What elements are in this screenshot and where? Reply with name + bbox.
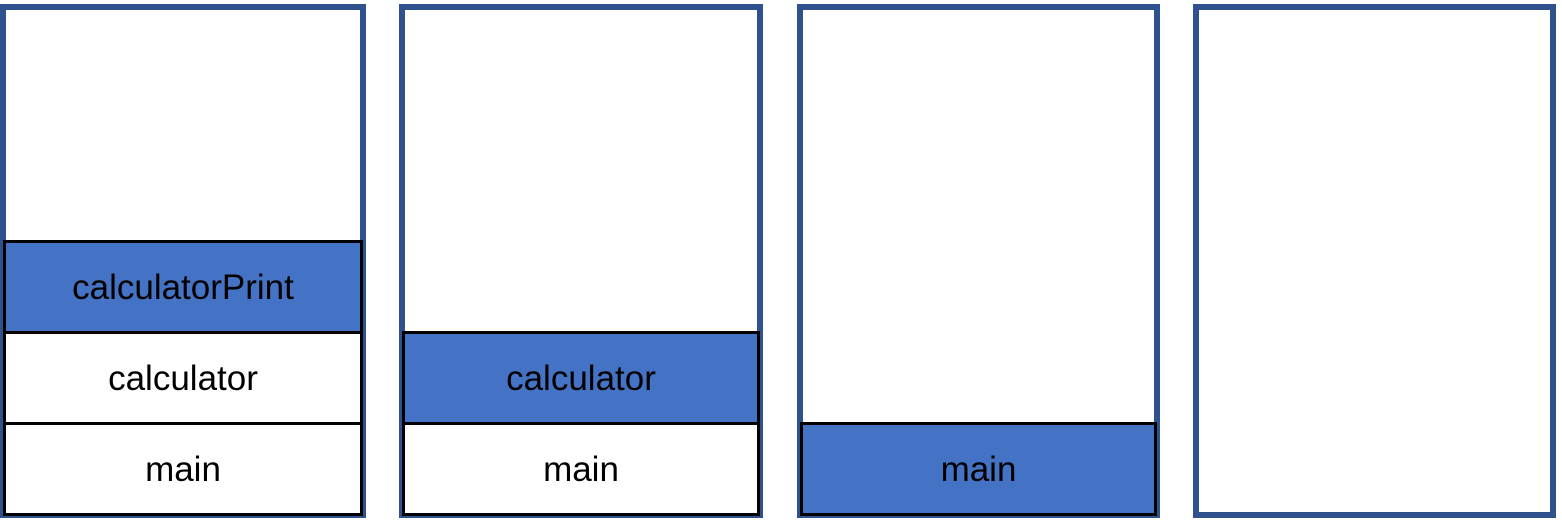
frame-3-empty-space	[803, 10, 1154, 425]
stack-cell-label: main	[543, 449, 619, 489]
stack-cell-main[interactable]: main	[402, 422, 760, 516]
stack-cell-main[interactable]: main	[3, 422, 363, 516]
stack-cell-label: calculatorPrint	[72, 267, 294, 307]
stack-cell-label: calculator	[108, 358, 258, 398]
stack-cell-label: calculator	[506, 358, 656, 398]
stack-cell-label: main	[940, 449, 1017, 489]
stack-cell-calculatorprint[interactable]: calculatorPrint	[3, 240, 363, 334]
stack-frame-3: main	[797, 4, 1160, 518]
stack-frame-1: calculatorPrint calculator main	[0, 4, 366, 518]
stack-cell-main[interactable]: main	[800, 422, 1157, 516]
stack-frame-2: calculator main	[399, 4, 763, 518]
frame-2-cells: calculator main	[402, 331, 760, 516]
stack-frame-4	[1193, 4, 1556, 518]
frame-3-cells: main	[800, 422, 1157, 516]
frame-1-cells: calculatorPrint calculator main	[3, 240, 363, 516]
frame-4-empty-space	[1199, 10, 1550, 516]
frame-2-empty-space	[405, 10, 757, 334]
frame-1-empty-space	[6, 10, 360, 243]
stack-cell-calculator[interactable]: calculator	[402, 331, 760, 425]
stack-cell-label: main	[145, 449, 221, 489]
stack-cell-calculator[interactable]: calculator	[3, 331, 363, 425]
